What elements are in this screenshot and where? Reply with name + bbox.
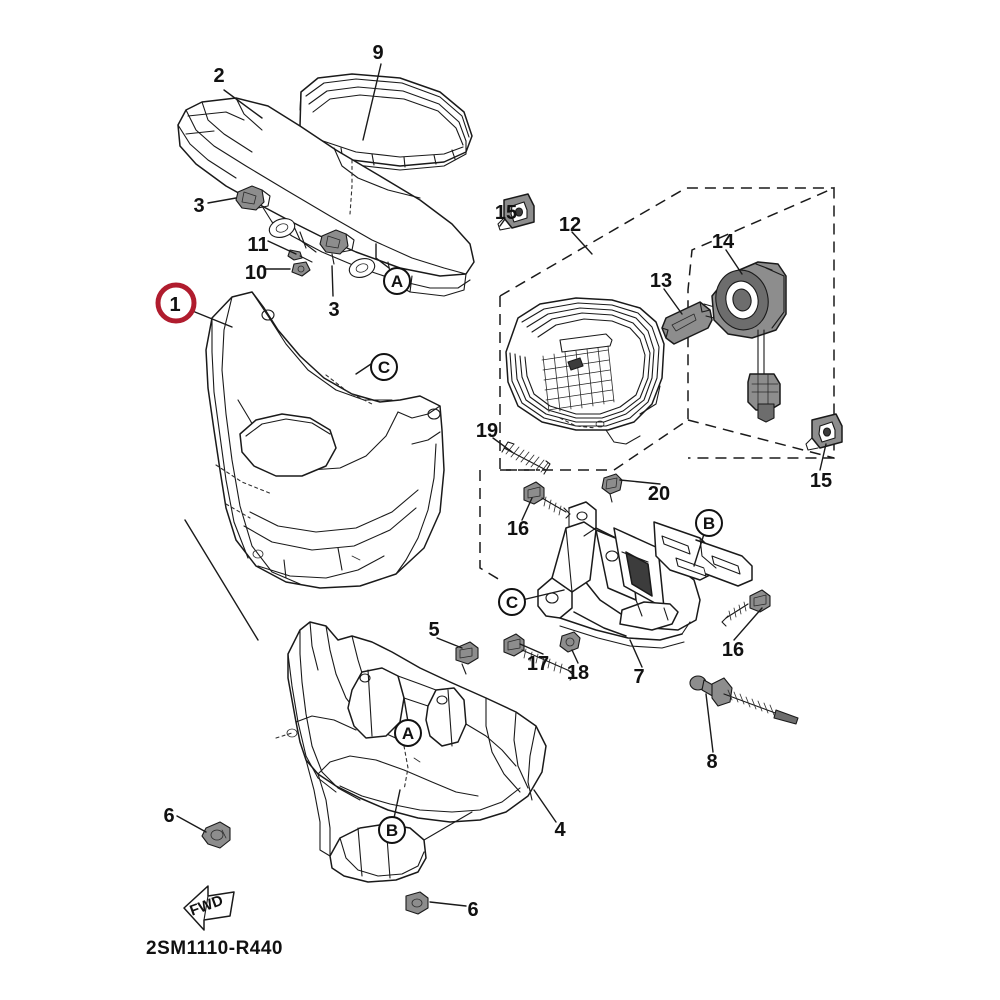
part-number-label: 2SM1110-R440 <box>146 938 283 959</box>
part-headlight-bracket <box>537 501 753 649</box>
callout-18: 18 <box>567 662 589 684</box>
reference-circle-b-2: B <box>378 816 406 844</box>
forward-arrow-label: FWD <box>188 892 226 920</box>
part-clip-6b <box>405 891 429 915</box>
reference-label-b-1: B <box>703 514 715 533</box>
callout-6b: 6 <box>467 899 478 921</box>
callout-19: 19 <box>476 420 498 442</box>
callout-12: 12 <box>559 214 581 236</box>
callout-2: 2 <box>213 65 224 87</box>
callout-15b: 15 <box>810 470 832 492</box>
part-grommet-upper-left <box>497 193 535 231</box>
callout-10: 10 <box>245 262 267 284</box>
part-headlight-unit <box>505 297 665 445</box>
part-bolt-16b <box>721 589 771 627</box>
part-headlight-cowling <box>205 291 445 589</box>
reference-circle-a-2: A <box>394 719 422 747</box>
reference-circle-a-1: A <box>383 267 411 295</box>
callout-14: 14 <box>712 231 735 253</box>
callout-3b: 3 <box>328 299 339 321</box>
callout-17: 17 <box>527 653 549 675</box>
callout-20: 20 <box>648 483 670 505</box>
callout-5: 5 <box>428 619 439 641</box>
callout-11: 11 <box>247 234 268 256</box>
forward-direction-arrow <box>183 885 235 931</box>
part-long-bolt-17 <box>503 633 575 681</box>
reference-circle-c-2: C <box>498 588 526 616</box>
part-screw-3b <box>319 229 355 265</box>
part-screw-20 <box>601 473 623 503</box>
reference-label-c-1: C <box>378 358 390 377</box>
callout-6a: 6 <box>163 805 174 827</box>
reference-label-a-1: A <box>391 272 403 291</box>
reference-label-c-2: C <box>506 593 518 612</box>
part-clip-6a <box>201 821 231 849</box>
callout-16b: 16 <box>722 639 744 661</box>
callout-1: 1 <box>169 294 180 316</box>
reference-circle-c-1: C <box>370 353 398 381</box>
callout-9: 9 <box>372 42 383 64</box>
part-bulb-socket-lead <box>711 261 787 423</box>
callout-4: 4 <box>554 819 566 841</box>
reference-label-b-2: B <box>386 821 398 840</box>
leader-lines <box>176 63 827 907</box>
part-washer-10 <box>291 261 311 277</box>
part-adjusting-rod <box>689 675 799 725</box>
part-grommet-lower-right <box>805 413 843 451</box>
callout-3a: 3 <box>193 195 204 217</box>
callout-7: 7 <box>633 666 644 688</box>
callout-13: 13 <box>650 270 672 292</box>
part-screw-3a <box>235 185 271 211</box>
reference-circle-b-1: B <box>695 509 723 537</box>
assembly-boundary-lower <box>479 470 501 581</box>
part-nut-18 <box>559 631 581 653</box>
reference-label-a-2: A <box>402 724 414 743</box>
callout-8: 8 <box>706 751 717 773</box>
part-spring <box>501 441 551 475</box>
highlight-ring-part-1 <box>155 282 197 324</box>
callout-16a: 16 <box>507 518 529 540</box>
part-bolt-16a <box>523 481 571 519</box>
assembly-boundary-12 <box>499 186 835 471</box>
callout-15a: 15 <box>495 202 517 224</box>
